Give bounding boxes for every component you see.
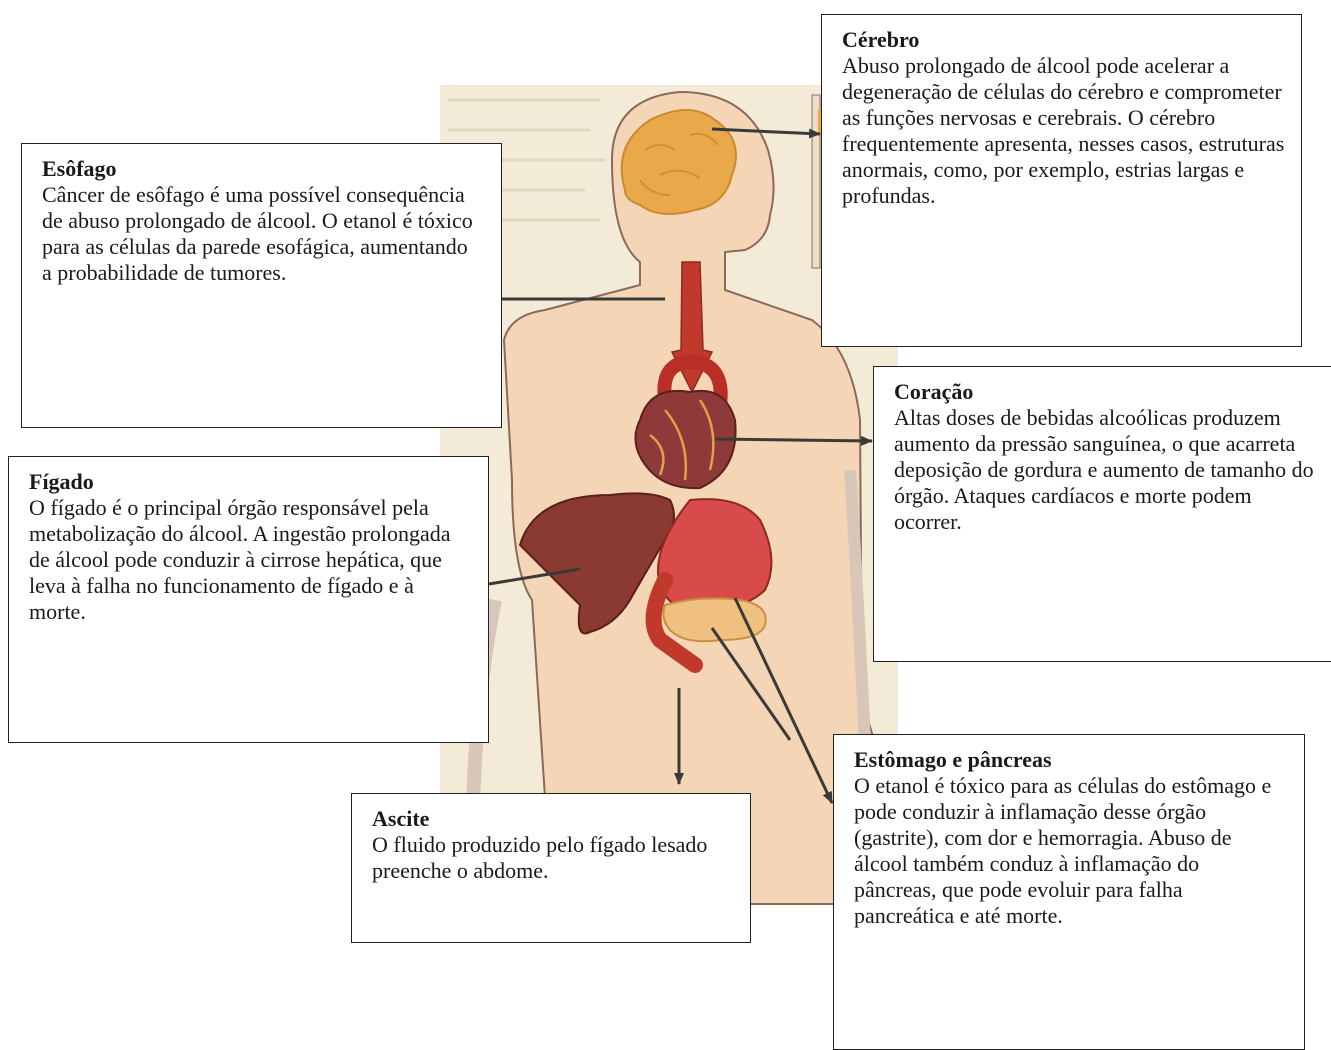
heart-title: Coração <box>894 379 1324 405</box>
stomach-pancreas-text: O etanol é tóxico para as células do est… <box>854 773 1284 929</box>
stomach-pancreas-title: Estômago e pâncreas <box>854 747 1284 773</box>
stomach-pancreas-info-box: Estômago e pâncreas O etanol é tóxico pa… <box>833 734 1305 1050</box>
liver-text: O fígado é o principal órgão responsável… <box>29 495 468 625</box>
ascites-info-box: Ascite O fluido produzido pelo fígado le… <box>351 793 751 943</box>
brain-text: Abuso prolongado de álcool pode acelerar… <box>842 53 1287 209</box>
ascites-title: Ascite <box>372 806 730 832</box>
heart-arrow <box>715 439 872 441</box>
pancreas <box>663 598 765 641</box>
ascites-text: O fluido produzido pelo fígado lesado pr… <box>372 832 730 884</box>
liver-info-box: Fígado O fígado é o principal órgão resp… <box>8 456 489 743</box>
brain-title: Cérebro <box>842 27 1287 53</box>
esophagus-title: Esôfago <box>42 156 481 182</box>
esophagus-info-box: Esôfago Câncer de esôfago é uma possível… <box>21 143 502 428</box>
heart-info-box: Coração Altas doses de bebidas alcoólica… <box>873 366 1331 662</box>
brain-info-box: Cérebro Abuso prolongado de álcool pode … <box>821 14 1302 347</box>
heart-text: Altas doses de bebidas alcoólicas produz… <box>894 405 1324 535</box>
esophagus-text: Câncer de esôfago é uma possível consequ… <box>42 182 481 286</box>
liver-title: Fígado <box>29 469 468 495</box>
